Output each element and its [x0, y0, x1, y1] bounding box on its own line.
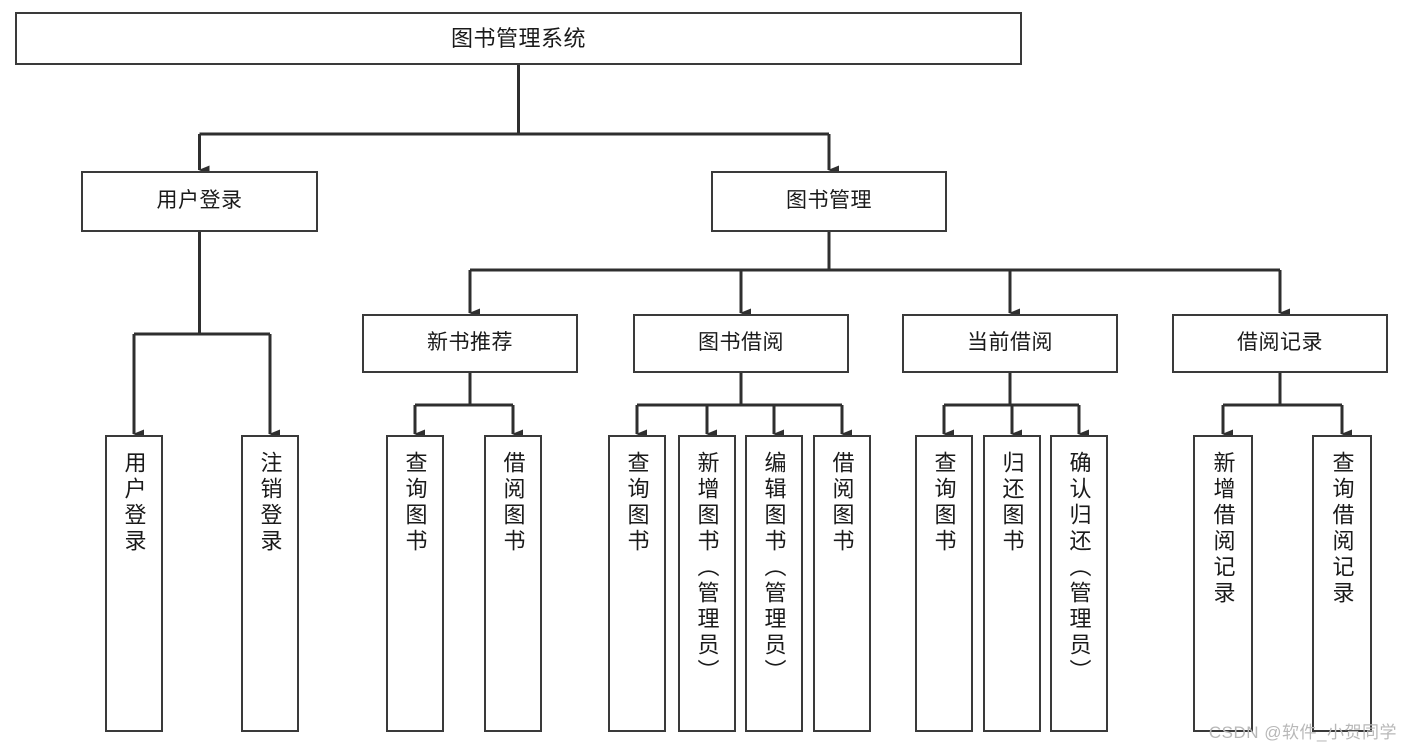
- node-label: 用户登录: [121, 451, 147, 555]
- node-leaf-cur-query[interactable]: 查询图书: [915, 435, 973, 732]
- node-label: 新增图书（管理员）: [694, 451, 720, 685]
- node-root[interactable]: 图书管理系统: [15, 12, 1022, 65]
- node-leaf-borrow-add[interactable]: 新增图书（管理员）: [678, 435, 736, 732]
- node-label: 查询借阅记录: [1329, 451, 1355, 607]
- node-label: 编辑图书（管理员）: [761, 451, 787, 685]
- node-borrow-record[interactable]: 借阅记录: [1172, 314, 1388, 373]
- node-leaf-borrow-lend[interactable]: 借阅图书: [813, 435, 871, 732]
- node-label: 用户登录: [156, 189, 243, 213]
- node-label: 图书管理: [786, 189, 872, 213]
- node-new-book-rec[interactable]: 新书推荐: [362, 314, 578, 373]
- node-book-borrow[interactable]: 图书借阅: [633, 314, 849, 373]
- watermark: CSDN @软件_小贺同学: [1208, 723, 1397, 742]
- node-label: 当前借阅: [967, 331, 1053, 355]
- node-leaf-user-login[interactable]: 用户登录: [105, 435, 163, 732]
- node-label: 新增借阅记录: [1210, 451, 1236, 607]
- node-label: 借阅图书: [500, 451, 526, 555]
- node-label: 确认归还（管理员）: [1066, 451, 1092, 685]
- node-leaf-rec-borrow[interactable]: 借阅图书: [484, 435, 542, 732]
- node-leaf-borrow-edit[interactable]: 编辑图书（管理员）: [745, 435, 803, 732]
- node-label: 查询图书: [402, 451, 428, 555]
- node-leaf-cur-return[interactable]: 归还图书: [983, 435, 1041, 732]
- node-label: 图书管理系统: [450, 25, 586, 51]
- node-leaf-cur-confirm[interactable]: 确认归还（管理员）: [1050, 435, 1108, 732]
- node-label: 查询图书: [624, 451, 650, 555]
- node-leaf-rec-add[interactable]: 新增借阅记录: [1193, 435, 1253, 732]
- node-book-manage[interactable]: 图书管理: [711, 171, 947, 232]
- node-label: 图书借阅: [698, 331, 784, 355]
- node-leaf-rec-query[interactable]: 查询图书: [386, 435, 444, 732]
- edges-group: [132, 65, 1352, 439]
- node-label: 借阅图书: [829, 451, 855, 555]
- node-leaf-rec-query2[interactable]: 查询借阅记录: [1312, 435, 1372, 732]
- node-leaf-user-logout[interactable]: 注销登录: [241, 435, 299, 732]
- node-leaf-borrow-query[interactable]: 查询图书: [608, 435, 666, 732]
- node-label: 归还图书: [999, 451, 1025, 555]
- node-user-login[interactable]: 用户登录: [81, 171, 318, 232]
- node-label: 新书推荐: [427, 331, 513, 355]
- node-current-borrow[interactable]: 当前借阅: [902, 314, 1118, 373]
- node-label: 查询图书: [931, 451, 957, 555]
- node-label: 注销登录: [257, 451, 283, 555]
- node-label: 借阅记录: [1237, 331, 1323, 355]
